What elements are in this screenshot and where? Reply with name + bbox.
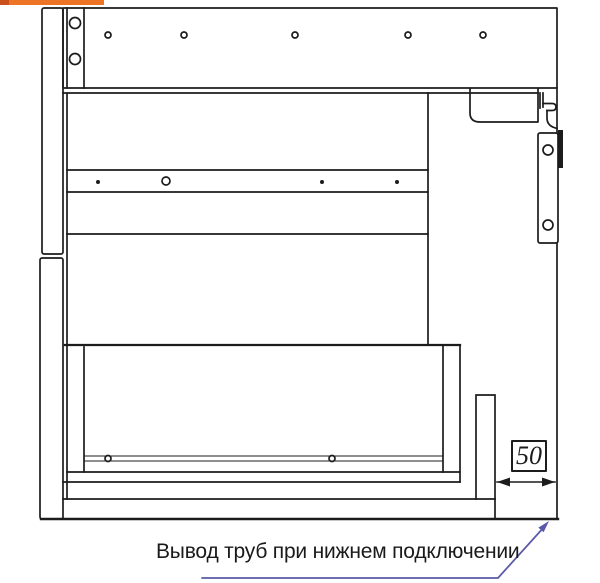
top-orange-bar-dark-cap — [0, 0, 9, 5]
pipe-clearance-panel — [62, 394, 496, 520]
dimension-value-box — [511, 440, 547, 472]
hole — [161, 176, 171, 186]
hole — [542, 144, 554, 156]
hole — [104, 454, 112, 463]
top-panel — [62, 7, 558, 94]
back-opening-frame — [62, 343, 462, 483]
hole — [291, 31, 299, 39]
hole — [542, 219, 554, 231]
hole — [180, 31, 188, 39]
hole — [479, 31, 487, 39]
dimension-value: 50 — [516, 441, 542, 470]
hole — [96, 180, 100, 184]
annotation-text: Вывод труб при нижнем подключении — [156, 540, 520, 563]
hole — [104, 31, 112, 39]
drawing-linework: 50 — [39, 7, 563, 521]
mounting-bracket — [537, 132, 559, 244]
hole — [328, 454, 336, 463]
hole — [404, 31, 412, 39]
hole — [68, 16, 82, 30]
dimension-arrowhead-right — [542, 477, 555, 487]
bottom-connection-leader — [201, 521, 549, 579]
hole — [320, 180, 324, 184]
dimension-arrowhead-left — [497, 477, 510, 487]
left-side-panel-lower — [39, 257, 64, 520]
top-orange-bar — [0, 0, 104, 5]
corner-gusset — [469, 88, 539, 123]
leader-arrowhead — [538, 521, 549, 533]
dimension-50: 50 — [496, 440, 556, 487]
wall-rail-stub — [558, 130, 563, 168]
hole — [68, 52, 82, 66]
hole — [395, 180, 399, 184]
left-side-panel-upper — [41, 7, 64, 255]
back-panel — [66, 92, 429, 500]
hook-detail — [539, 92, 559, 130]
